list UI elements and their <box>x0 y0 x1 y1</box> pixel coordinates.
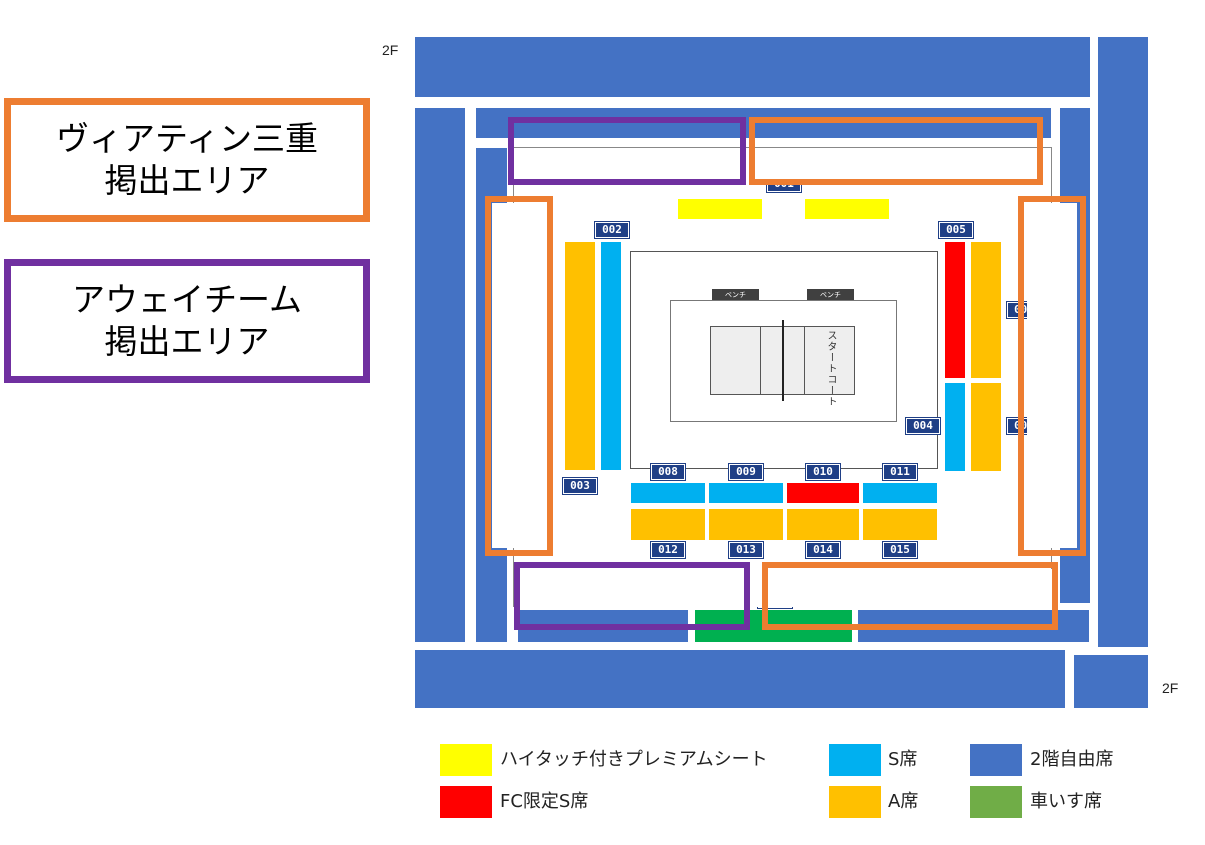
legend-swatch-s-seat <box>829 744 881 776</box>
block-number-011: 011 <box>882 463 918 481</box>
legend-label-a-seat: A席 <box>888 791 919 812</box>
a-seat-block-013[interactable] <box>709 509 783 540</box>
2f-block-right[interactable] <box>1098 37 1148 647</box>
block-number-014: 014 <box>805 541 841 559</box>
away-team-area-line1: アウェイチーム <box>71 280 302 319</box>
2f-block-bottom-right[interactable] <box>1074 655 1148 708</box>
legend-swatch-2f-free <box>970 744 1022 776</box>
block-number-010: 010 <box>805 463 841 481</box>
home-banner-area-left <box>485 196 553 556</box>
block-number-004: 004 <box>905 417 941 435</box>
away-banner-area-top <box>508 117 746 185</box>
banner-area-right-fill <box>1027 203 1077 548</box>
block-number-012: 012 <box>650 541 686 559</box>
legend-swatch-wheelchair <box>970 786 1022 818</box>
fc-seat-block-005[interactable] <box>945 242 965 378</box>
a-seat-block-007[interactable] <box>971 242 1001 378</box>
start-court-label: スタートコート <box>825 330 836 407</box>
home-team-area-line1: ヴィアティン三重 <box>55 119 319 158</box>
court-attack-line-left <box>760 326 761 395</box>
home-team-area-label: ヴィアティン三重 掲出エリア <box>4 98 370 222</box>
banner-area-bottom-fill <box>518 569 1052 607</box>
block-number-015: 015 <box>882 541 918 559</box>
floor-label-2f-top: 2F <box>382 42 399 58</box>
bench-right: ベンチ <box>807 289 854 301</box>
legend-label-2f-free: 2階自由席 <box>1030 749 1114 770</box>
legend-swatch-a-seat <box>829 786 881 818</box>
a-seat-block-012[interactable] <box>631 509 705 540</box>
s-seat-block-011[interactable] <box>863 483 937 503</box>
s-seat-block-009[interactable] <box>709 483 783 503</box>
legend-label-fc-seat: FC限定S席 <box>500 791 589 812</box>
away-banner-area-bottom <box>514 562 750 630</box>
court-area <box>630 251 938 469</box>
block-number-005: 005 <box>938 221 974 239</box>
2f-block-top[interactable] <box>415 37 1090 97</box>
block-number-008: 008 <box>650 463 686 481</box>
court-net <box>782 320 784 401</box>
home-banner-area-bottom <box>762 562 1058 630</box>
a-seat-block-014[interactable] <box>787 509 859 540</box>
2f-block-bottom[interactable] <box>415 650 1065 708</box>
a-seat-block-006[interactable] <box>971 383 1001 471</box>
fc-seat-block-010[interactable] <box>787 483 859 503</box>
banner-area-top-fill <box>514 148 1051 182</box>
banner-area-left-fill <box>492 203 542 548</box>
s-seat-block-004[interactable] <box>945 383 965 471</box>
away-team-area-label: アウェイチーム 掲出エリア <box>4 259 370 383</box>
a-seat-block-015[interactable] <box>863 509 937 540</box>
legend-label-s-seat: S席 <box>888 749 918 770</box>
legend-label-wheelchair: 車いす席 <box>1030 791 1102 812</box>
bench-left: ベンチ <box>712 289 759 301</box>
block-number-003: 003 <box>562 477 598 495</box>
block-number-013: 013 <box>728 541 764 559</box>
home-team-area-line2: 掲出エリア <box>104 161 270 200</box>
a-seat-block-003[interactable] <box>565 242 595 470</box>
home-banner-area-top <box>749 117 1043 185</box>
legend-swatch-fc-seat <box>440 786 492 818</box>
court-attack-line-right <box>804 326 805 395</box>
legend-swatch-premium <box>440 744 492 776</box>
2f-block-left[interactable] <box>415 108 465 642</box>
floor-label-2f-bottom: 2F <box>1162 680 1179 696</box>
legend-label-premium: ハイタッチ付きプレミアムシート <box>500 749 768 770</box>
home-banner-area-right <box>1018 196 1086 556</box>
premium-seat-left[interactable] <box>678 199 762 219</box>
away-team-area-line2: 掲出エリア <box>104 322 270 361</box>
premium-seat-right[interactable] <box>805 199 889 219</box>
s-seat-block-002[interactable] <box>601 242 621 470</box>
s-seat-block-008[interactable] <box>631 483 705 503</box>
block-number-002: 002 <box>594 221 630 239</box>
2f-inner-top[interactable] <box>476 108 1051 138</box>
block-number-009: 009 <box>728 463 764 481</box>
